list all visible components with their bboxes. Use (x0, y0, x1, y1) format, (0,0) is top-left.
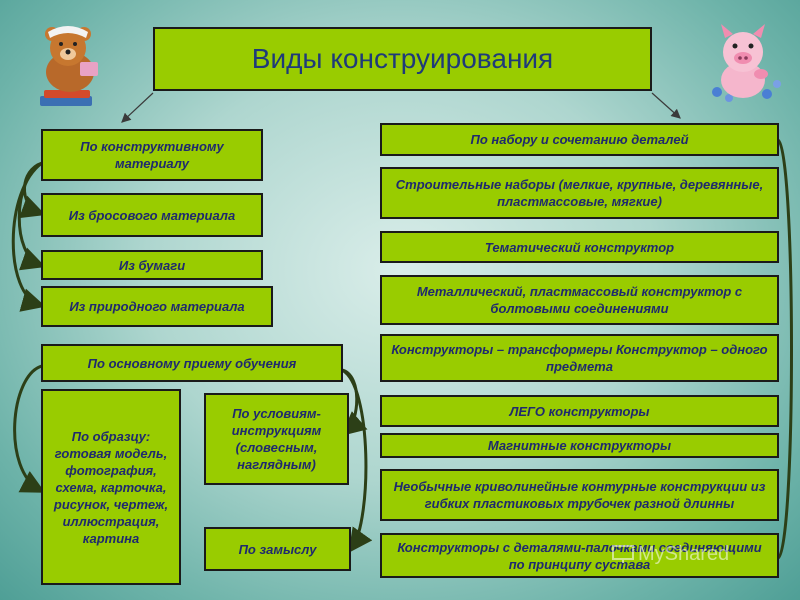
watermark-text: MyShared (638, 542, 730, 565)
box-by-material: По конструктивному материалу (41, 129, 263, 181)
arrow-title-left (121, 92, 154, 123)
pink-pig-illustration (703, 22, 785, 106)
box-magnetic: Магнитные конструкторы (380, 433, 779, 458)
box-lego: ЛЕГО конструкторы (380, 395, 779, 427)
teddy-bear-illustration (30, 22, 110, 108)
box-joint-sticks: Конструкторы с деталями-палочками соедин… (380, 533, 779, 578)
left-training-brackets (13, 364, 373, 553)
box-by-parts-set: По набору и сочетанию деталей (380, 123, 779, 156)
box-metal-plastic-constructor: Металлический, пластмассовый конструктор… (380, 275, 779, 325)
box-by-model: По образцу: готовая модель, фотография, … (41, 389, 181, 585)
page-title: Виды конструирования (153, 27, 652, 91)
watermark: MyShared (612, 540, 729, 568)
box-curvilinear: Необычные криволинейные контурные констр… (380, 469, 779, 521)
box-transformers: Конструкторы – трансформеры Конструктор … (380, 334, 779, 382)
left-material-brackets (11, 161, 46, 312)
box-building-sets: Строительные наборы (мелкие, крупные, де… (380, 167, 779, 219)
right-bracket (776, 138, 793, 560)
box-waste-material: Из бросового материала (41, 193, 263, 237)
box-thematic-constructor: Тематический конструктор (380, 231, 779, 263)
arrow-title-right (651, 92, 681, 119)
box-by-design: По замыслу (204, 527, 351, 571)
box-by-conditions: По условиям-инструкциям (словесным, нагл… (204, 393, 349, 485)
box-natural-material: Из природного материала (41, 286, 273, 327)
box-by-training-method: По основному приему обучения (41, 344, 343, 382)
box-paper: Из бумаги (41, 250, 263, 280)
projector-icon (612, 545, 634, 563)
